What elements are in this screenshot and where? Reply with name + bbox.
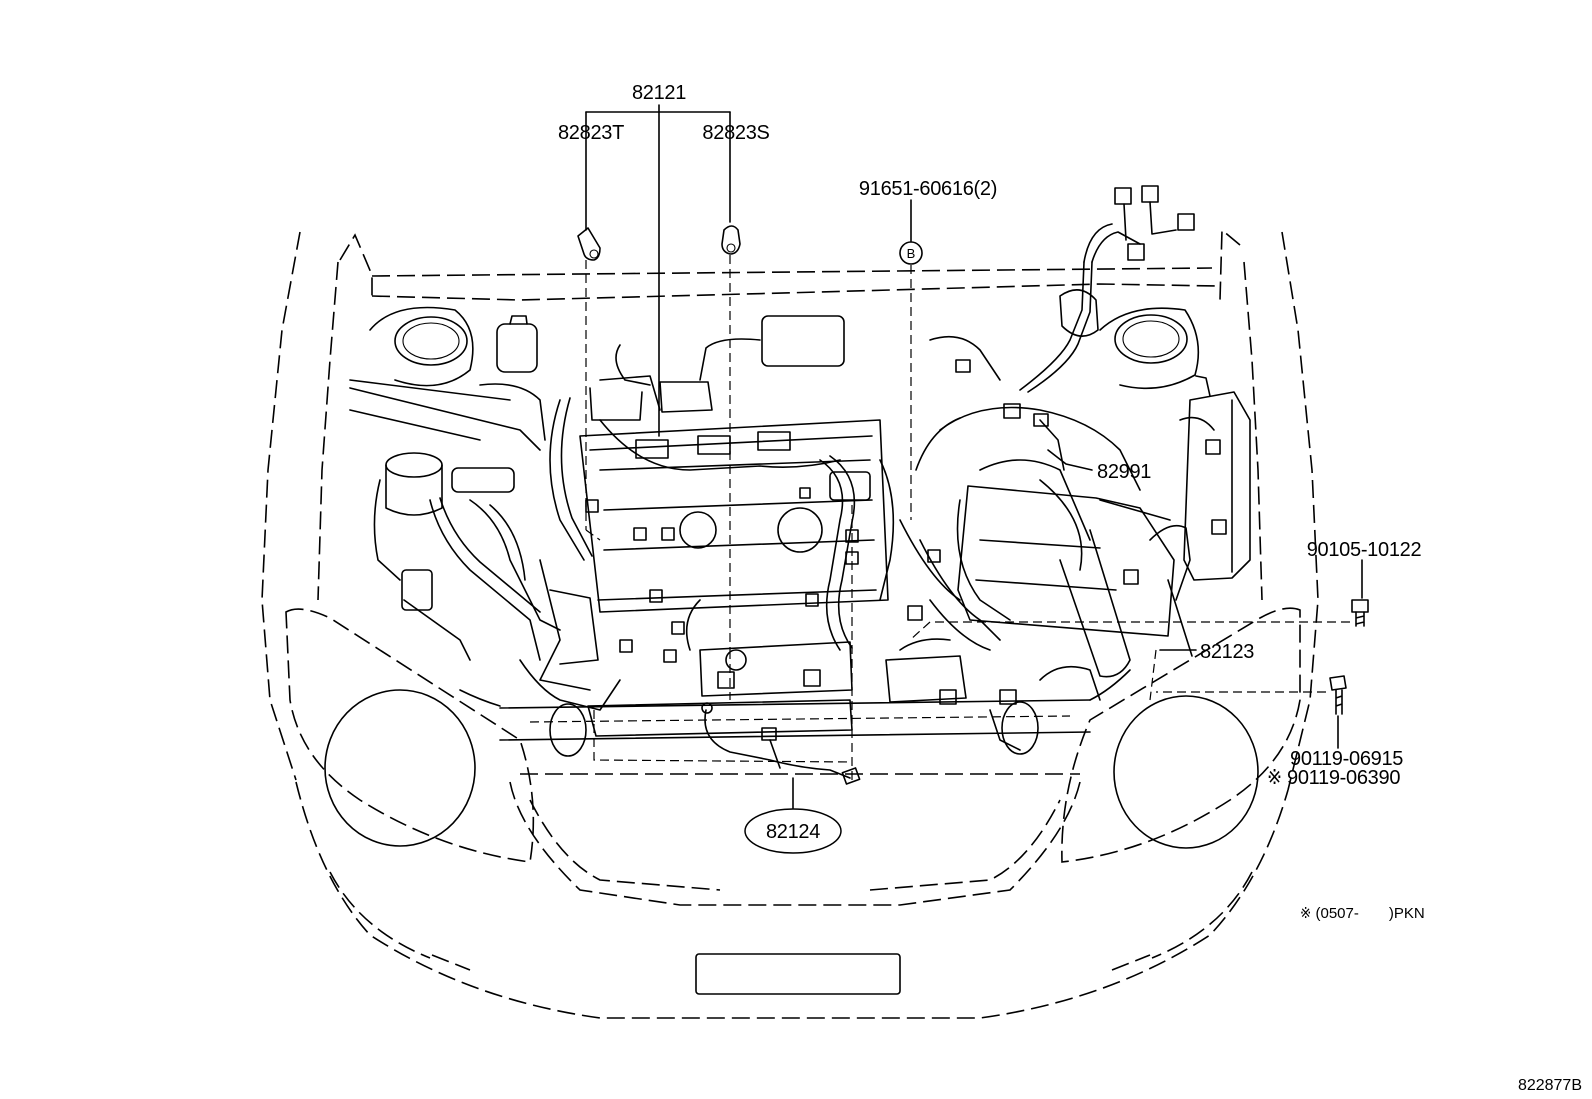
callout-labels: 82121 82823T 82823S 91651-60616(2) 82991… bbox=[558, 82, 1582, 1094]
callout-82124-text: 82124 bbox=[766, 821, 820, 843]
part-symbols: B bbox=[577, 225, 1369, 785]
clip-b-marker-icon: B bbox=[899, 241, 923, 265]
callout-82823s: 82823S bbox=[702, 122, 769, 144]
callout-82823t: 82823T bbox=[558, 122, 624, 144]
callout-82123: 82123 bbox=[1200, 641, 1254, 663]
bolt-90119-icon bbox=[1329, 675, 1347, 715]
callout-90119-a: 90119-06915 bbox=[1290, 748, 1403, 770]
engine-bay bbox=[349, 185, 1251, 757]
vehicle-body-outline bbox=[261, 228, 1319, 1019]
harness-82124-icon bbox=[701, 702, 861, 785]
callout-90105: 90105-10122 bbox=[1307, 539, 1422, 561]
connector-82823t-icon bbox=[577, 227, 601, 261]
callout-91651: 91651-60616(2) bbox=[859, 178, 997, 200]
callout-82991: 82991 bbox=[1097, 461, 1151, 483]
connector-82823s-icon bbox=[721, 225, 741, 255]
figure-id: 822877B bbox=[1518, 1077, 1582, 1094]
leader-lines bbox=[585, 104, 1363, 809]
bolt-90105-icon bbox=[1351, 599, 1369, 627]
clip-marker-text: B bbox=[907, 246, 916, 261]
callout-82121: 82121 bbox=[632, 82, 686, 104]
callout-90119-b: ※ 90119-06390 bbox=[1267, 767, 1400, 789]
footnote: ※ (0507- )PKN bbox=[1300, 905, 1425, 922]
callout-82124: 82124 bbox=[744, 808, 842, 854]
